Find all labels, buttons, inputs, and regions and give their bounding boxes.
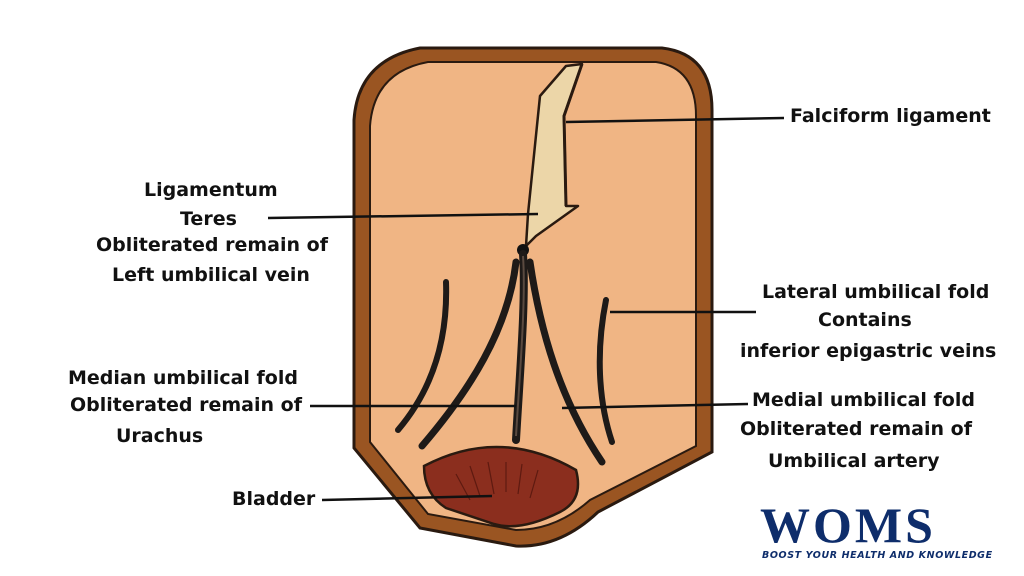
- label-median-obliterated: Obliterated remain of: [70, 394, 302, 416]
- label-ligamentum: Ligamentum: [144, 179, 278, 201]
- leader-bladder: [321, 494, 493, 502]
- leader-lines: [267, 116, 785, 502]
- medial-umbilical-fold-left: [418, 258, 520, 450]
- logo-wordmark: WOMS: [760, 497, 936, 553]
- bladder: [422, 445, 580, 528]
- label-lateral-umbilical-fold: Lateral umbilical fold: [762, 281, 990, 303]
- lateral-umbilical-fold-left: [395, 279, 450, 433]
- label-lateral-contains: Contains: [818, 309, 912, 331]
- label-umbilical-artery: Umbilical artery: [768, 450, 940, 472]
- leader-medial-fold: [561, 402, 749, 410]
- label-medial-umbilical-fold: Medial umbilical fold: [752, 389, 975, 411]
- falciform-edge: [562, 63, 584, 207]
- logo-tagline: BOOST YOUR HEALTH AND KNOWLEDGE: [762, 550, 993, 561]
- medial-umbilical-fold-right: [526, 258, 606, 466]
- label-teres: Teres: [180, 208, 237, 230]
- label-falciform-ligament: Falciform ligament: [790, 105, 991, 127]
- label-bladder: Bladder: [232, 488, 316, 510]
- label-inferior-epigastric-veins: inferior epigastric veins: [740, 340, 997, 362]
- median-umbilical-fold-highlight: [515, 255, 525, 437]
- leader-falciform: [565, 116, 785, 124]
- label-urachus: Urachus: [116, 425, 204, 447]
- label-ligamentum-obliterated: Obliterated remain of: [96, 234, 328, 256]
- woms-logo: WOMS BOOST YOUR HEALTH AND KNOWLEDGE: [754, 500, 1016, 566]
- label-left-umbilical-vein: Left umbilical vein: [112, 264, 310, 286]
- leader-ligamentum-teres: [267, 212, 539, 220]
- label-medial-obliterated: Obliterated remain of: [740, 418, 972, 440]
- lateral-umbilical-fold-right: [596, 297, 615, 445]
- label-median-umbilical-fold: Median umbilical fold: [68, 367, 298, 389]
